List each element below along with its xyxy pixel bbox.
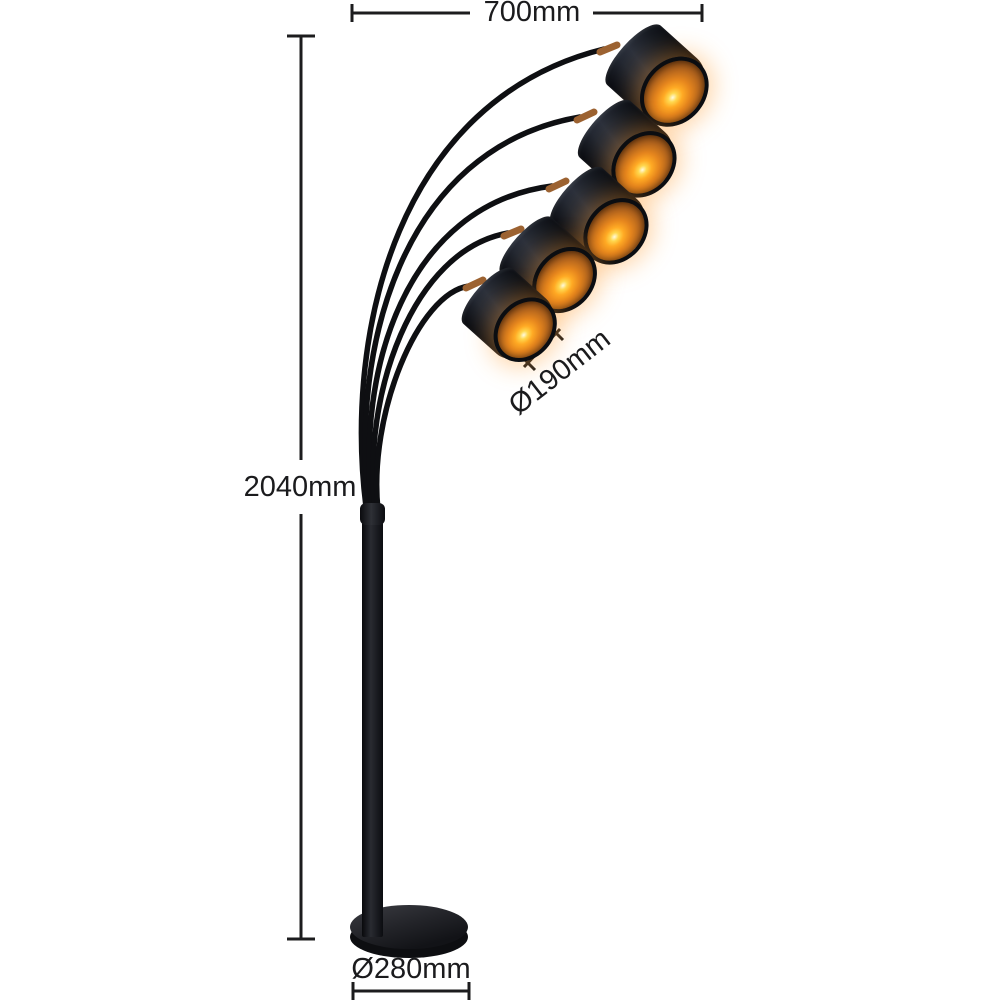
dimension-width-700mm <box>350 4 704 22</box>
joint-copper-3 <box>545 177 570 193</box>
joint-copper-1 <box>596 41 621 56</box>
dim-label-width: 700mm <box>483 0 581 28</box>
joint-copper-2 <box>573 108 598 124</box>
arm-arc-1 <box>358 46 607 510</box>
lamp-pole-collar <box>360 503 385 525</box>
lamp-arms <box>358 46 607 513</box>
arm-arc-5 <box>374 283 472 513</box>
dimension-height-2040mm <box>287 34 315 941</box>
arm-arc-3 <box>366 183 555 512</box>
joint-copper-4 <box>500 225 525 240</box>
arm-arc-2 <box>362 114 583 511</box>
joint-copper-5 <box>462 276 487 292</box>
dim-label-height: 2040mm <box>243 471 357 503</box>
shade-joints <box>462 41 621 292</box>
arm-arc-4 <box>370 230 511 512</box>
dim-label-base-diameter: Ø280mm <box>351 953 471 985</box>
dimension-base-280mm <box>351 982 471 1000</box>
lamp-pole <box>362 505 383 937</box>
